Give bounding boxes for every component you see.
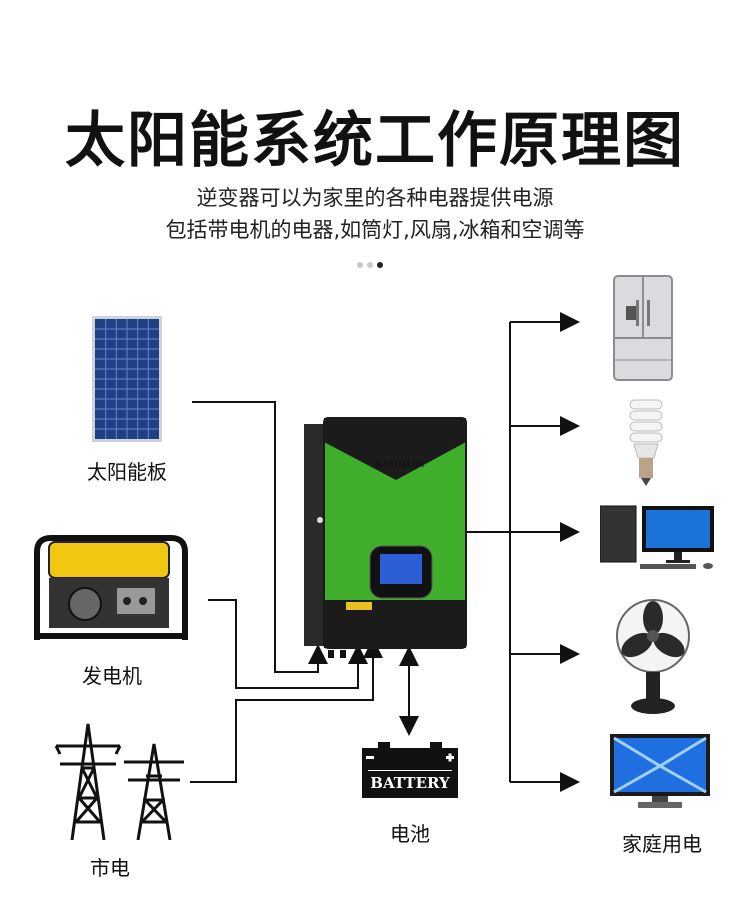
power-tower-icon <box>54 723 184 840</box>
generator-label: 发电机 <box>82 664 142 688</box>
subtitle-line-1: 逆变器可以为家里的各种电器提供电源 <box>196 186 554 210</box>
grid-wire <box>190 638 383 783</box>
carousel-indicator[interactable] <box>357 262 383 268</box>
generator-wire <box>208 599 368 689</box>
tv-icon <box>610 734 710 808</box>
battery-label: 电池 <box>390 822 430 846</box>
grid-label: 市电 <box>90 856 130 880</box>
fan-icon <box>616 599 690 714</box>
bulb-icon <box>629 399 663 486</box>
computer-icon <box>600 505 714 569</box>
solar-wire <box>192 401 328 673</box>
solar-label: 太阳能板 <box>87 460 167 484</box>
battery-text: BATTERY <box>370 774 450 792</box>
inverter-brand: MAXDALUX <box>375 460 425 469</box>
carousel-dot[interactable] <box>367 262 373 268</box>
solar-panel-icon <box>92 316 162 442</box>
battery-icon <box>362 742 458 798</box>
loads-label: 家庭用电 <box>622 832 702 856</box>
carousel-dot[interactable] <box>357 262 363 268</box>
refrigerator-icon <box>613 275 673 381</box>
subtitle-line-2: 包括带电机的电器,如筒灯,风扇,冰箱和空调等 <box>165 218 585 242</box>
page-title: 太阳能系统工作原理图 <box>65 106 685 176</box>
inverter-icon <box>304 417 467 658</box>
generator-icon <box>34 535 188 640</box>
carousel-dot-active[interactable] <box>377 262 383 268</box>
